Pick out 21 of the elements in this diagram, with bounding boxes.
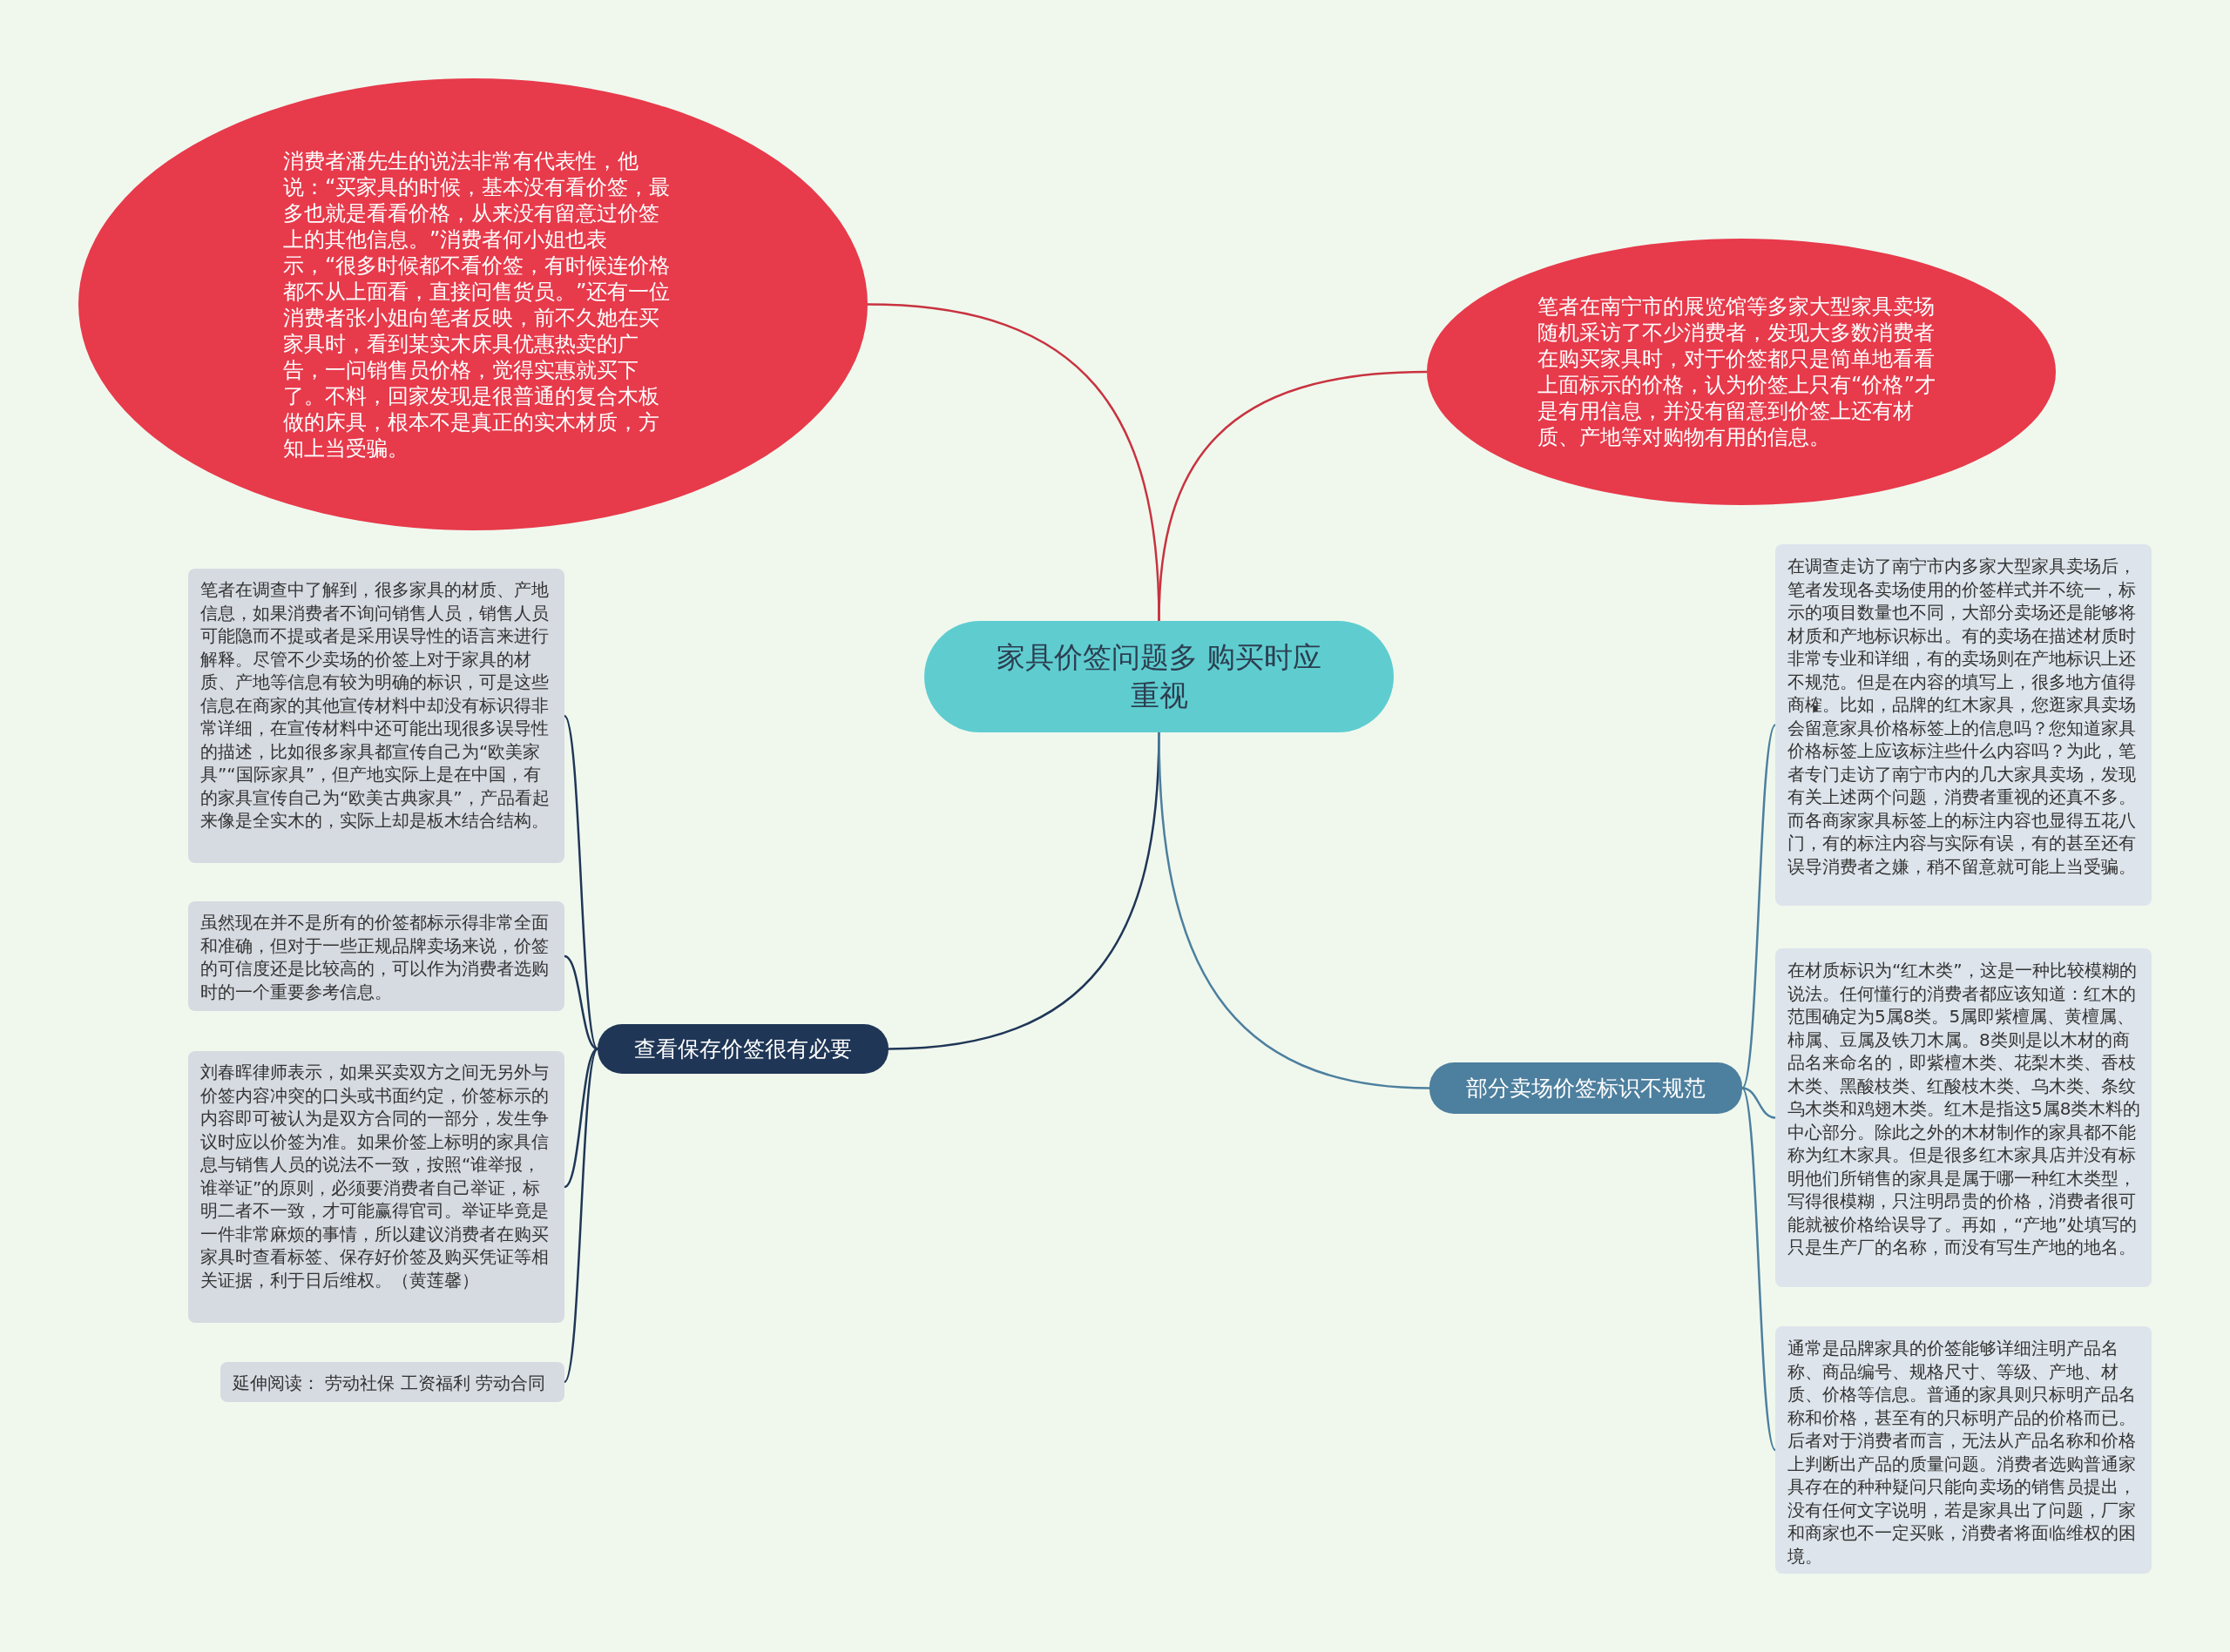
text-card: 延伸阅读： 劳动社保 工资福利 劳动合同 — [220, 1362, 564, 1402]
connector-line — [1740, 1087, 1777, 1451]
branch-pill: 部分卖场价签标识不规范 — [1429, 1062, 1742, 1114]
callout-ellipse: 消费者潘先生的说法非常有代表性，他说：“买家具的时候，基本没有看价签，最多也就是看看价格，从来没有留意过价签上的其他信息。”消费者何小姐也表示，“很多时候都不看价签，有时候连价格都不从上面看，直接问售货员。”还有一位消费者张小姐向笔者反映，前不久她在买家具时，看到某实木床具优惠热卖的广告，一问销售员价格，觉得实惠就买下了。不料，回家发现是很普通的复合木板做的床具，根本不是真正的实木材质，方知上当受骗。 — [78, 78, 868, 530]
text-card: 刘春晖律师表示，如果买卖双方之间无另外与价签内容冲突的口头或书面约定，价签标示的内容即可被认为是双方合同的一部分，发生争议时应以价签为准。如果价签上标明的家具信息与销售人员的说法不一致，按照“谁举报，谁举证”的原则，必须要消费者自己举证，标明二者不一致，才可能赢得官司。举证毕竟是一件非常麻烦的事情，所以建议消费者在购买家具时查看标签、保存好价签及购买凭证等相关证据，利于日后维权。（黄莲馨） — [188, 1051, 564, 1323]
text-card: 在材质标识为“红木类”，这是一种比较模糊的说法。任何懂行的消费者都应该知道：红木的范围确定为5属8类。5属即紫檀属、黄檀属、柿属、豆属及铁刀木属。8类则是以木材的商品名来命名的，即紫檀木类、花梨木类、香枝木类、黑酸枝类、红酸枝木类、乌木类、条纹乌木类和鸡翅木类。红木是指这5属8类木料的中心部分。除此之外的木材制作的家具都不能称为红木家具。但是很多红木家具店并没有标明他们所销售的家具是属于哪一种红木类型，写得很模糊，只注明昂贵的价格，消费者很可能就被价格给误导了。再如，“产地”处填写的只是生产厂的名称，而没有写生产地的地名。 — [1775, 948, 2152, 1287]
connector-line — [563, 715, 599, 1050]
callout-ellipse: 笔者在南宁市的展览馆等多家大型家具卖场随机采访了不少消费者，发现大多数消费者在购买家具时，对于价签都只是简单地看看上面标示的价格，认为价签上只有“价格”才是有用信息，并没有留意到价签上还有材质、产地等对购物有用的信息。 — [1427, 239, 2056, 505]
connector-line — [1740, 724, 1777, 1089]
branch-pill: 查看保存价签很有必要 — [598, 1024, 889, 1074]
topic-pill: 家具价签问题多 购买时应重视 — [924, 621, 1394, 732]
connector-line — [1741, 1087, 1776, 1119]
connector-line — [563, 1048, 599, 1383]
connector-line — [564, 954, 598, 1050]
text-card: 在调查走访了南宁市内多家大型家具卖场后，笔者发现各卖场使用的价签样式并不统一，标示的项目数量也不同，大部分卖场还是能够将材质和产地标识标出。有的卖场在描述材质时非常专业和详细，有的卖场则在产地标识上还不规范。但是在内容的填写上，很多地方值得商榷。比如，品牌的红木家具，您逛家具卖场会留意家具价格标签上的信息吗？您知道家具价格标签上应该标注些什么内容吗？为此，笔者专门走访了南宁市内的几大家具卖场，发现有关上述两个问题，消费者重视的还真不多。而各商家家具标签上的标注内容也显得五花八门，有的标注内容与实际有误，有的甚至还有误导消费者之嫌，稍不留意就可能上当受骗。 — [1775, 544, 2152, 906]
connector-line — [1158, 732, 1430, 1089]
text-card: 通常是品牌家具的价签能够详细注明产品名称、商品编号、规格尺寸、等级、产地、材质、价格等信息。普通的家具则只标明产品名称和价格，甚至有的只标明产品的价格而已。后者对于消费者而言，无法从产品名称和价格上判断出产品的质量问题。消费者选购普通家具存在的种种疑问只能向卖场的销售员提出，没有任何文字说明，若是家具出了问题，厂家和商家也不一定买账，消费者将面临维权的困境。 — [1775, 1326, 2152, 1574]
text-card: 虽然现在并不是所有的价签都标示得非常全面和准确，但对于一些正规品牌卖场来说，价签的可信度还是比较高的，可以作为消费者选购时的一个重要参考信息。 — [188, 901, 564, 1011]
connector-line — [1158, 370, 1428, 622]
text-card: 笔者在调查中了解到，很多家具的材质、产地信息，如果消费者不询问销售人员，销售人员可能隐而不提或者是采用误导性的语言来进行解释。尽管不少卖场的价签上对于家具的材质、产地等信息有较为明确的标识，可是这些信息在商家的其他宣传材料中却没有标识得非常详细，在宣传材料中还可能出现很多误导性的描述，比如很多家具都宣传自己为“欧美家具”“国际家具”，但产地实际上是在中国，有的家具宣传自己为“欧美古典家具”，产品看起来像是全实木的，实际上却是板木结合结构。 — [188, 569, 564, 863]
connector-line — [564, 1048, 598, 1188]
